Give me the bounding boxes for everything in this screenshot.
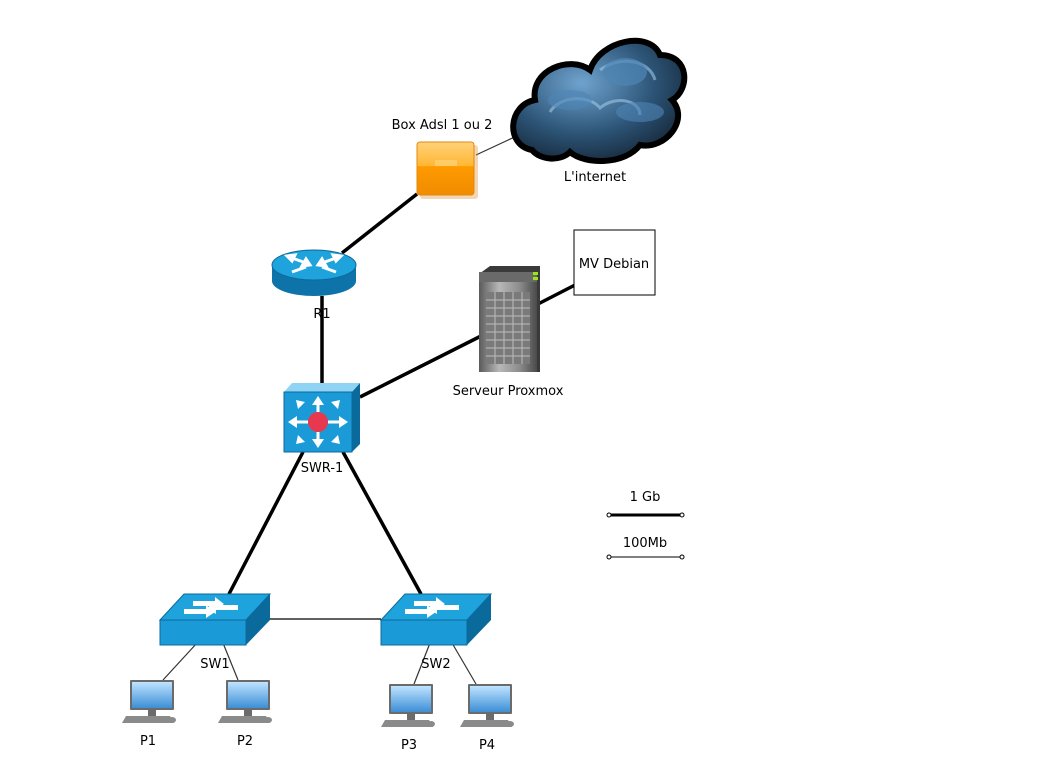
switch-icon [379,593,493,646]
sw1-node[interactable]: SW1 [158,593,272,672]
p1-label: P1 [140,734,156,749]
link-sw1-p2 [222,642,239,681]
server-node[interactable]: Serveur Proxmox [453,266,564,399]
link-swr1-server [359,334,482,399]
internet-node[interactable]: L'internet [510,37,688,185]
p4-node[interactable]: P4 [460,684,514,753]
sw2-label: SW2 [421,657,450,672]
vm-box [573,229,656,296]
legend: 1 Gb 100Mb [606,490,685,560]
vm-node[interactable]: MV Debian [573,229,656,296]
legend-gigabit-label: 1 Gb [630,490,661,505]
p1-node[interactable]: P1 [122,680,176,749]
link-sw2-p3 [413,642,431,685]
legend-100mb-label: 100Mb [623,536,667,551]
switch-icon [158,593,272,646]
layer3-switch-icon [283,383,360,453]
p4-label: P4 [479,738,495,753]
link-server-vm [537,283,576,306]
link-swr1-sw1 [227,451,305,595]
router-node[interactable]: R1 [271,249,357,322]
core-switch-label: SWR-1 [301,461,344,476]
p2-label: P2 [237,734,253,749]
link-box-router [340,192,419,255]
workstation-icon [460,684,514,727]
link-sw1-p1 [162,642,198,681]
server-icon [479,266,540,372]
link-sw2-p4 [451,642,477,685]
modem-icon [416,141,478,199]
sw2-node[interactable]: SW2 [379,593,493,672]
p3-node[interactable]: P3 [381,684,435,753]
router-label: R1 [313,307,330,322]
p3-label: P3 [401,738,417,753]
internet-label: L'internet [564,170,626,185]
workstation-icon [218,680,272,723]
core-switch-node[interactable]: SWR-1 [283,383,360,476]
router-icon [271,249,357,296]
vm-label: MV Debian [579,257,649,272]
workstation-icon [381,684,435,727]
cloud-icon [510,37,688,164]
links [162,133,576,685]
sw1-label: SW1 [200,657,229,672]
box-adsl-node[interactable]: Box Adsl 1 ou 2 [392,118,493,199]
p2-node[interactable]: P2 [218,680,272,749]
box-adsl-label: Box Adsl 1 ou 2 [392,118,493,133]
link-swr1-sw2 [341,451,423,595]
workstation-icon [122,680,176,723]
server-label: Serveur Proxmox [453,384,564,399]
